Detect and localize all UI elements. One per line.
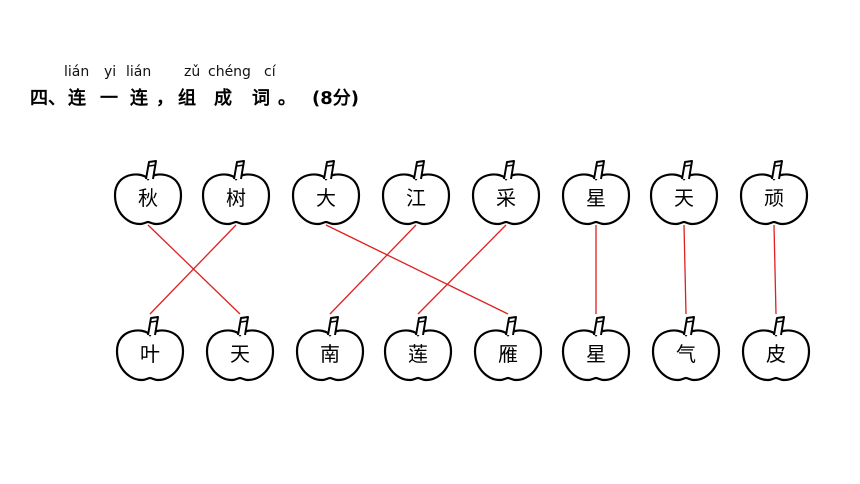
apple-character: 气 (676, 342, 696, 366)
apple-outline (561, 329, 631, 382)
top-apple-3: 江 (381, 160, 451, 226)
apple-character: 星 (586, 342, 606, 366)
apple-outline (739, 173, 809, 226)
connection-line-4 (417, 224, 507, 315)
connection-line-0 (147, 224, 241, 315)
apple-stem-band (506, 164, 515, 167)
heading-char-cheng: 成 (214, 88, 232, 109)
top-apple-4: 采 (471, 160, 541, 226)
heading-char-ci: 词 (252, 88, 270, 109)
bottom-apple-row: 叶天南莲雁星气皮 (115, 316, 811, 382)
apple-outline (471, 173, 541, 226)
apple-character: 莲 (408, 342, 428, 366)
apple-character: 叶 (140, 342, 160, 366)
heading-char-lian-2: 连 (130, 88, 148, 109)
bottom-apple-0: 叶 (115, 316, 185, 382)
apple-stem-band (684, 164, 693, 167)
bottom-apple-5: 星 (561, 316, 631, 382)
apple-stem-band (774, 164, 783, 167)
apple-outline (295, 329, 365, 382)
pinyin-yi: yi (104, 64, 117, 80)
heading-period: 。 (278, 88, 296, 109)
apple-character: 秋 (138, 186, 158, 210)
score-label: (8分) (312, 88, 359, 109)
top-apple-2: 大 (291, 160, 361, 226)
apple-stem-band (240, 320, 249, 323)
question-number: 四 (30, 88, 48, 109)
top-apple-row: 秋树大江采星天顽 (113, 160, 809, 226)
apple-stem-band (418, 320, 427, 323)
pinyin-ci: cí (264, 64, 276, 80)
connection-line-7 (773, 224, 777, 315)
top-apple-0: 秋 (113, 160, 183, 226)
apple-outline (651, 329, 721, 382)
apple-character: 南 (320, 342, 340, 366)
apple-outline (291, 173, 361, 226)
bottom-apple-7: 皮 (741, 316, 811, 382)
pinyin-cheng: chéng (208, 64, 251, 80)
apple-character: 雁 (498, 342, 518, 366)
apple-stem-band (596, 320, 605, 323)
apple-stem-band (686, 320, 695, 323)
heading-char-yi: 一 (100, 88, 118, 109)
apple-outline (115, 329, 185, 382)
apple-character: 天 (674, 186, 694, 210)
apple-outline (383, 329, 453, 382)
apple-character: 顽 (764, 186, 784, 210)
apple-stem-band (330, 320, 339, 323)
apple-character: 天 (230, 342, 250, 366)
pinyin-lian-1: lián (64, 64, 90, 80)
apple-character: 大 (316, 186, 336, 210)
apple-stem-band (150, 320, 159, 323)
apple-outline (473, 329, 543, 382)
apple-outline (561, 173, 631, 226)
bottom-apple-6: 气 (651, 316, 721, 382)
apple-stem-band (776, 320, 785, 323)
heading-separator: 、 (48, 88, 66, 109)
top-apple-1: 树 (201, 160, 271, 226)
question-heading: 四 、 连 一 连 ， 组 成 词 。 (8分) (30, 86, 530, 112)
heading-comma: ， (156, 88, 174, 109)
apple-outline (205, 329, 275, 382)
apple-stem-band (236, 164, 245, 167)
connection-line-6 (683, 224, 687, 315)
apple-outline (113, 173, 183, 226)
apple-character: 星 (586, 186, 606, 210)
apple-stem-band (326, 164, 335, 167)
apple-character: 树 (226, 186, 246, 210)
apple-outline (649, 173, 719, 226)
connection-lines (147, 224, 777, 315)
connection-line-1 (149, 224, 237, 315)
apple-stem-band (596, 164, 605, 167)
apple-outline (201, 173, 271, 226)
heading-char-zu: 组 (178, 88, 196, 109)
apple-stem-band (508, 320, 517, 323)
pinyin-zu: zǔ (184, 64, 201, 80)
apple-outline (381, 173, 451, 226)
top-apple-5: 星 (561, 160, 631, 226)
heading-char-lian-1: 连 (68, 88, 86, 109)
apple-character: 采 (496, 186, 516, 210)
pinyin-lian-2: lián (126, 64, 152, 80)
apple-character: 皮 (766, 342, 786, 366)
bottom-apple-1: 天 (205, 316, 275, 382)
top-apple-6: 天 (649, 160, 719, 226)
bottom-apple-2: 南 (295, 316, 365, 382)
connection-line-3 (329, 224, 417, 315)
bottom-apple-4: 雁 (473, 316, 543, 382)
apple-stem-band (148, 164, 157, 167)
connection-line-2 (325, 224, 509, 315)
pinyin-annotation: lián yi lián zǔ chéng cí (0, 64, 860, 84)
apple-stem-band (416, 164, 425, 167)
apple-character: 江 (406, 186, 426, 210)
apple-outline (741, 329, 811, 382)
top-apple-7: 顽 (739, 160, 809, 226)
bottom-apple-3: 莲 (383, 316, 453, 382)
